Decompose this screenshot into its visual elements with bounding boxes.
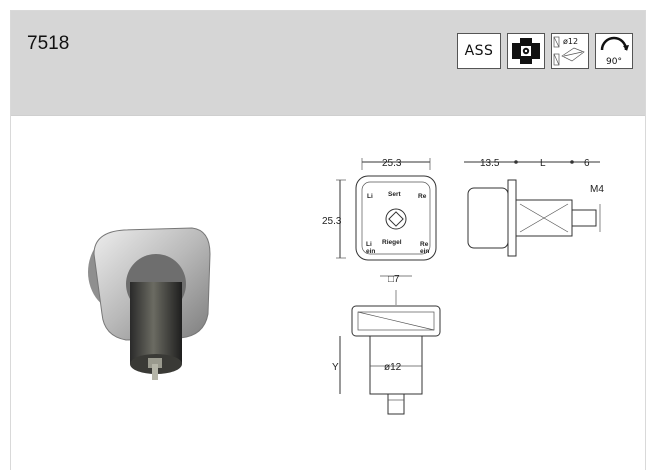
face-ein-right-label: ein	[420, 248, 429, 255]
header-divider	[11, 115, 645, 116]
diameter-glyph: ø12	[553, 36, 585, 66]
face-ein-left-label: ein	[366, 248, 375, 255]
square-size-label: □7	[388, 274, 400, 285]
technical-drawing: 25.3 25.3 Li Re Sert Riegel Li Re ein ei…	[322, 158, 604, 415]
face-re-bottom-label: Re	[420, 241, 429, 248]
product-photo	[88, 227, 211, 380]
diameter-icon: ø12	[551, 33, 589, 69]
ass-badge-label: ASS	[464, 43, 494, 59]
feature-badges: ASS ø12	[457, 33, 633, 69]
bottom-view: Y ø12	[332, 290, 441, 415]
ass-badge: ASS	[457, 33, 501, 69]
rotation-glyph: 90°	[600, 36, 629, 67]
diameter-badge-label: ø12	[563, 37, 578, 46]
bottom-diameter-label: ø12	[384, 362, 402, 373]
rotation-icon: 90°	[595, 33, 633, 69]
bottom-height-label: Y	[332, 362, 339, 373]
face-li-bottom-label: Li	[366, 241, 372, 248]
face-sert-label: Sert	[388, 191, 401, 198]
side-view: 13.5 L 6 M4	[464, 158, 604, 257]
face-re-label: Re	[418, 193, 427, 200]
side-offset-label: 13.5	[480, 158, 500, 169]
front-height-label: 25.3	[322, 216, 342, 227]
product-code: 7518	[27, 33, 70, 54]
side-tip-label: 6	[584, 158, 590, 169]
rotation-badge-label: 90°	[606, 57, 622, 67]
square-key-icon	[507, 33, 545, 69]
front-view: 25.3 25.3 Li Re Sert Riegel Li Re ein ei…	[322, 158, 437, 285]
side-length-label: L	[540, 158, 546, 169]
card-header: 7518 ASS ø12	[11, 11, 645, 115]
face-li-label: Li	[367, 193, 373, 200]
face-riegel-label: Riegel	[382, 239, 402, 246]
square-key-glyph	[512, 38, 540, 64]
front-width-label: 25.3	[382, 158, 402, 169]
thread-label: M4	[590, 184, 604, 195]
